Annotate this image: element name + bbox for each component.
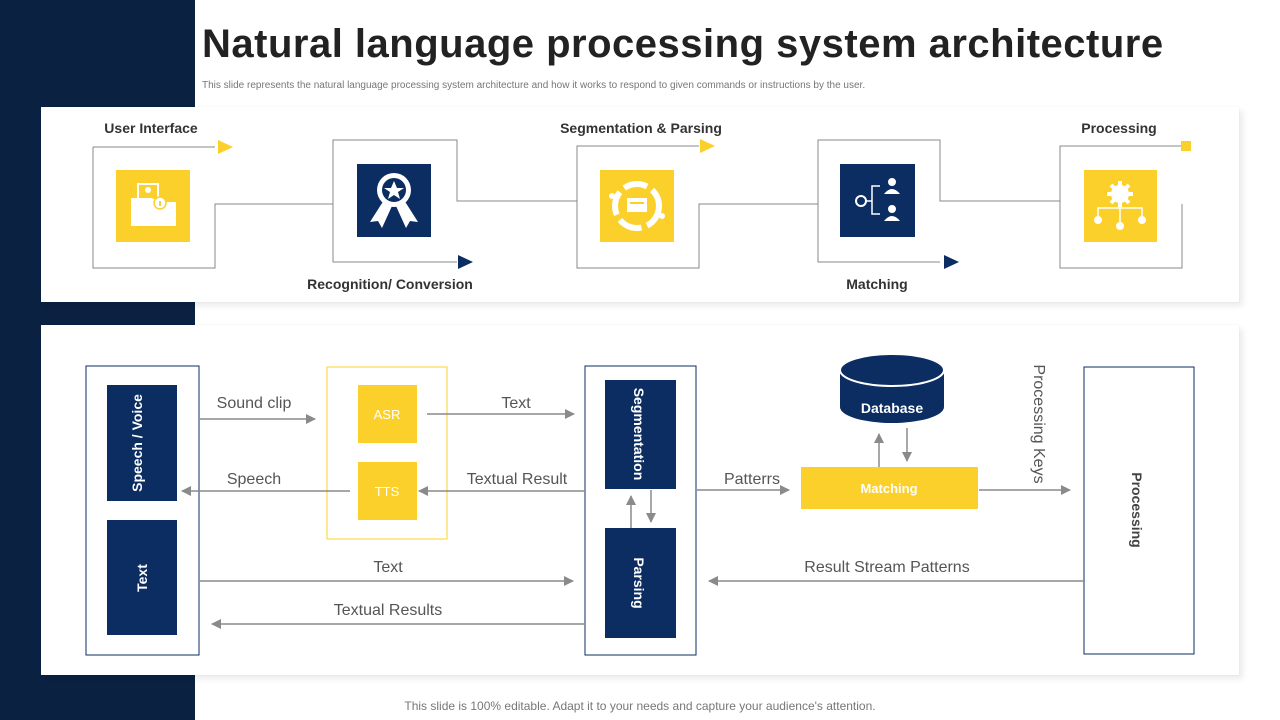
step-label-user-interface: User Interface: [104, 120, 198, 136]
segmentation-label: Segmentation: [631, 388, 647, 481]
user-folder-icon: [116, 170, 190, 242]
step-label-processing: Processing: [1081, 120, 1156, 136]
step-label-recognition: Recognition/ Conversion: [307, 276, 473, 292]
processing-label: Processing: [1129, 472, 1145, 547]
seg-parse-container: [584, 365, 697, 656]
page-subtitle: This slide represents the natural langua…: [202, 80, 866, 91]
matching-box: [801, 467, 978, 509]
segmentation-box: [605, 380, 676, 489]
tts-box: [358, 462, 417, 520]
award-ribbon-icon: [357, 164, 431, 237]
tts-label: TTS: [375, 484, 400, 499]
textual-results-label: Textual Results: [334, 602, 443, 619]
page-title: Natural language processing system archi…: [202, 22, 1164, 66]
yellow-arrow: [218, 140, 233, 154]
speech-voice-box: [107, 385, 177, 501]
yellow-arrow: [700, 139, 715, 153]
speech-voice-label: Speech / Voice: [129, 394, 145, 492]
text-to-seg-label: Text: [501, 395, 531, 412]
navy-arrow: [944, 255, 959, 269]
asr-tts-container: [326, 366, 448, 540]
text-input-box: [107, 520, 177, 635]
textual-result-label: Textual Result: [467, 471, 568, 488]
speech-label: Speech: [227, 471, 281, 488]
people-network-icon: [840, 164, 915, 237]
process-connector: [92, 139, 1183, 269]
step-label-segmentation-parsing: Segmentation & Parsing: [560, 120, 722, 136]
asr-box: [358, 385, 417, 443]
database-label: Database: [861, 400, 923, 416]
flow-arrows: [181, 409, 1084, 629]
parsing-label: Parsing: [631, 557, 647, 608]
processing-box: [1083, 366, 1195, 655]
text-bottom-label: Text: [373, 559, 403, 576]
input-container: [85, 365, 200, 656]
footer-note: This slide is 100% editable. Adapt it to…: [404, 699, 876, 713]
segment-cycle-icon: [600, 170, 674, 242]
matching-label: Matching: [860, 481, 917, 496]
step-label-matching: Matching: [846, 276, 907, 292]
result-stream-label: Result Stream Patterns: [804, 559, 969, 576]
sound-clip-label: Sound clip: [217, 395, 292, 412]
yellow-square-marker: [1181, 141, 1191, 151]
database-cylinder: [839, 353, 945, 423]
processing-keys-label: Processing Keys: [1030, 364, 1047, 483]
asr-label: ASR: [374, 407, 401, 422]
text-input-label: Text: [134, 564, 150, 592]
parsing-box: [605, 528, 676, 638]
gear-network-icon: [1084, 170, 1157, 242]
patterns-label: Patterrs: [724, 471, 780, 488]
navy-arrow: [458, 255, 473, 269]
